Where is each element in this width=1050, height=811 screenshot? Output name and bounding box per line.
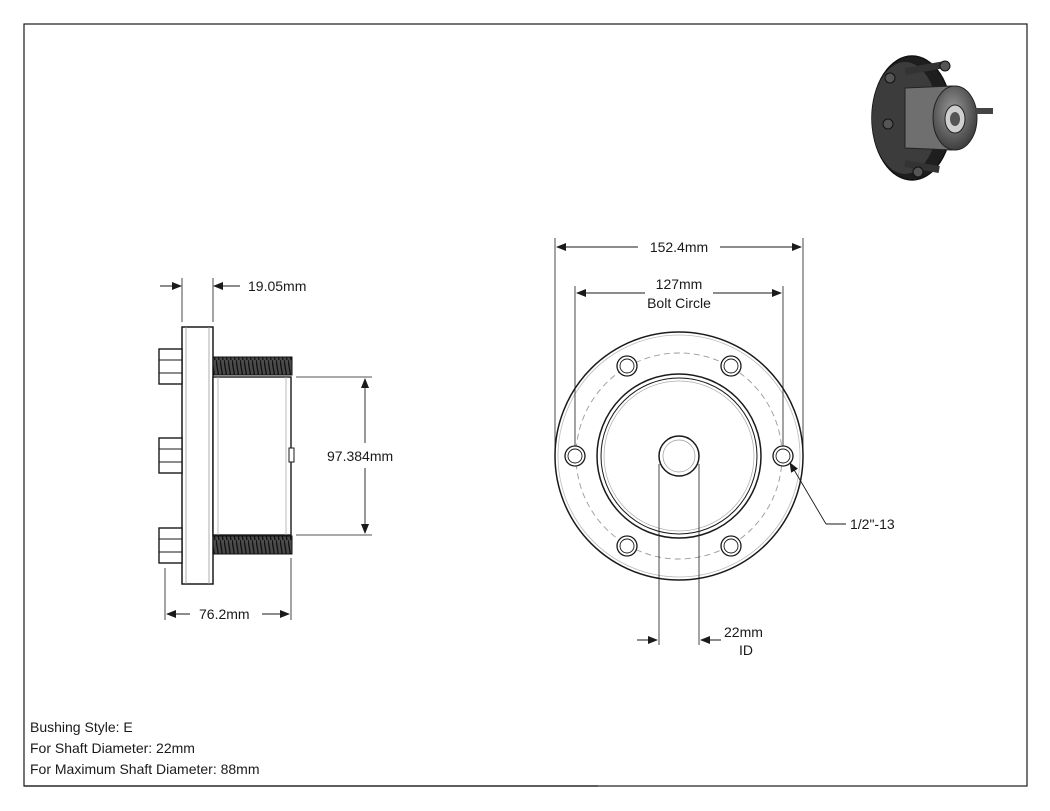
bolt-hole (720, 535, 742, 557)
dim-bore: 22mm ID (637, 464, 763, 658)
threaded-stud-bottom (212, 535, 293, 555)
hub-body (212, 376, 292, 536)
dim-bolt-circle: 127mm Bolt Circle (574, 276, 784, 446)
bore-caption: ID (739, 642, 753, 658)
dim-thread-callout: 1/2"-13 (789, 462, 895, 532)
dim-overall-length: 76.2mm (164, 558, 292, 622)
outer-diameter-label: 152.4mm (650, 239, 708, 255)
bolt-hole (616, 355, 638, 377)
overall-length-label: 76.2mm (199, 606, 250, 622)
note-bushing-style: Bushing Style: E (30, 719, 133, 735)
bolt-hole (616, 535, 638, 557)
dim-flange-thickness: 19.05mm (160, 278, 306, 322)
hub-height-label: 97.384mm (327, 448, 393, 464)
note-shaft-diameter: For Shaft Diameter: 22mm (30, 740, 195, 756)
bolt-circle-caption: Bolt Circle (647, 295, 711, 311)
bolt-hole (564, 445, 586, 467)
isometric-view (871, 55, 993, 181)
bore-value: 22mm (724, 624, 763, 640)
bolt-circle-value: 127mm (656, 276, 703, 292)
bolt-head-top (158, 348, 183, 385)
note-max-shaft-diameter: For Maximum Shaft Diameter: 88mm (30, 761, 260, 777)
thread-label: 1/2"-13 (850, 516, 895, 532)
dim-hub-height: 97.384mm (296, 376, 393, 536)
bolt-head-middle (158, 437, 183, 474)
bore (658, 435, 700, 477)
flange-thickness-label: 19.05mm (248, 278, 306, 294)
bolt-head-bottom (158, 527, 183, 564)
flange (181, 326, 214, 585)
dim-outer-diameter: 152.4mm (554, 238, 804, 452)
threaded-stud-top (212, 356, 293, 376)
bolt-hole (720, 355, 742, 377)
bolt-holes (564, 355, 794, 557)
front-view: 152.4mm 127mm Bolt Circle 1/2"-13 22mm I… (554, 238, 895, 658)
side-view: 19.05mm 97.384mm 76.2mm (158, 278, 393, 622)
